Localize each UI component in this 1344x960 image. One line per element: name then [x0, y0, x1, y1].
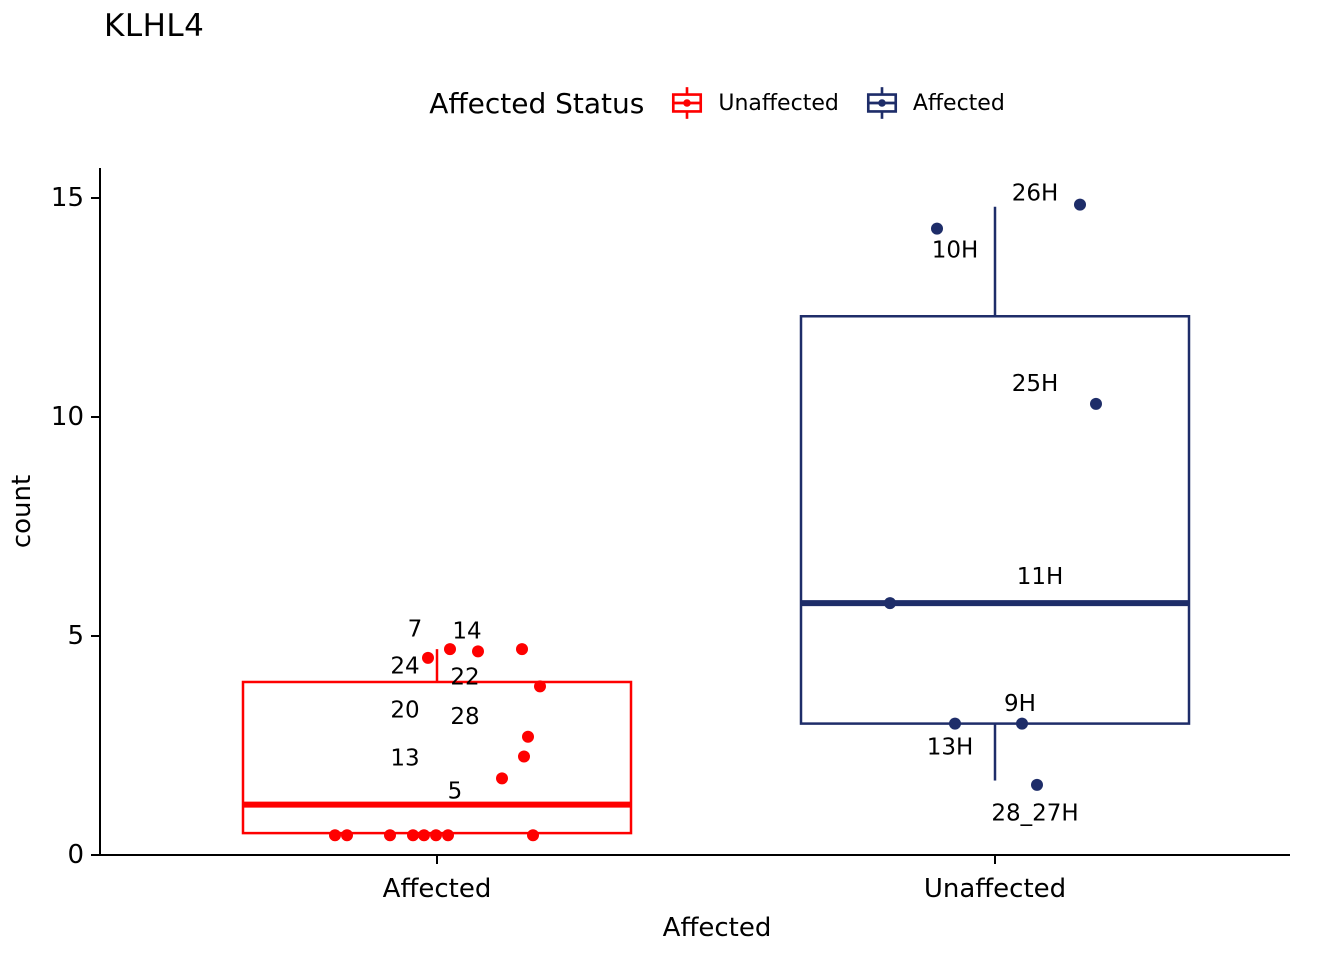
data-point	[430, 829, 442, 842]
data-point	[518, 750, 530, 763]
point-label: 10H	[932, 238, 979, 264]
box-unaffected	[799, 315, 1191, 725]
point-label: 22	[450, 665, 479, 691]
data-point	[407, 829, 419, 842]
data-point	[442, 829, 454, 842]
data-point	[472, 645, 484, 658]
data-point	[534, 680, 546, 693]
data-point	[1031, 778, 1043, 791]
data-point	[496, 772, 508, 785]
point-label: 13H	[927, 735, 974, 761]
point-label: 28_27H	[991, 800, 1078, 826]
boxplot-key-icon	[672, 87, 703, 119]
y-tick-label: 10	[51, 402, 84, 432]
data-point	[341, 829, 353, 842]
point-label: 20	[390, 697, 419, 723]
boxplot-key-icon	[866, 87, 897, 119]
point-label: 5	[448, 778, 463, 804]
point-label: 11H	[1017, 564, 1064, 590]
point-label: 26H	[1012, 181, 1059, 207]
data-point	[516, 643, 528, 656]
data-point	[1016, 717, 1028, 730]
data-point	[527, 829, 539, 842]
data-point	[444, 643, 456, 656]
point-label: 7	[408, 616, 423, 642]
data-point	[1090, 397, 1102, 410]
data-point	[884, 597, 896, 610]
legend-item-unaffected: Unaffected	[668, 84, 839, 122]
data-point	[418, 829, 430, 842]
data-point	[1074, 198, 1086, 211]
data-point	[931, 222, 943, 235]
legend: Affected Status Unaffected Affected	[0, 84, 1344, 122]
x-tick-label: Affected	[383, 874, 492, 904]
data-point	[384, 829, 396, 842]
legend-label-unaffected: Unaffected	[718, 90, 839, 116]
y-tick-label: 15	[51, 183, 84, 213]
legend-item-affected: Affected	[863, 84, 1005, 122]
point-label: 13	[390, 746, 419, 772]
x-tick-label: Unaffected	[924, 874, 1066, 904]
data-point	[949, 717, 961, 730]
y-tick-label: 0	[67, 840, 84, 870]
point-label: 9H	[1004, 691, 1036, 717]
data-point	[329, 829, 341, 842]
legend-label-affected: Affected	[912, 90, 1005, 116]
data-point	[522, 730, 534, 743]
point-label: 25H	[1012, 371, 1059, 397]
legend-title: Affected Status	[429, 86, 645, 120]
y-axis-title: count	[7, 475, 37, 548]
chart-title: KLHL4	[104, 8, 205, 44]
point-label: 14	[452, 619, 481, 645]
point-label: 28	[450, 704, 479, 730]
point-label: 24	[390, 654, 419, 680]
box-affected	[241, 680, 633, 835]
x-axis-title: Affected	[663, 913, 772, 943]
y-tick-label: 5	[67, 621, 84, 651]
data-point	[422, 651, 434, 664]
